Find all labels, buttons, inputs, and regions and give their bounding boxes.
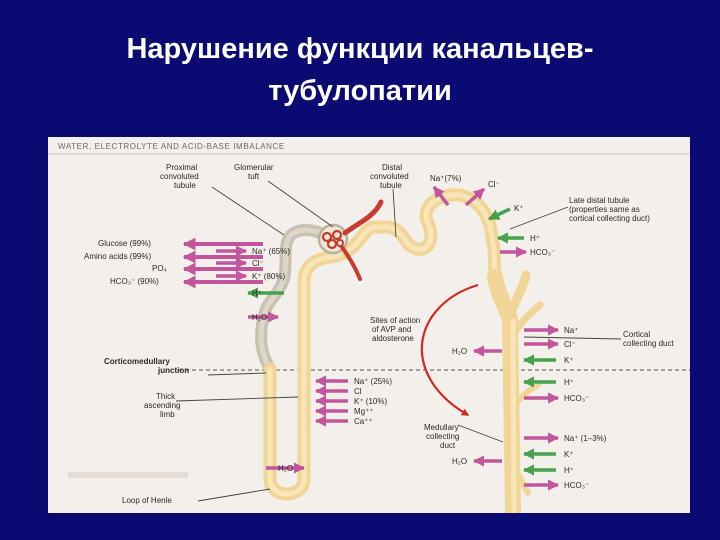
ion-cl-thick: Cl [354, 387, 362, 396]
pointer-thick [176, 397, 298, 401]
slide-title-line-2: тубулопатии [0, 72, 720, 110]
ion-na-thick: Na⁺ (25%) [354, 377, 392, 386]
slide-title-line-1: Нарушение функции канальцев- [0, 30, 720, 68]
ion-cl-cortical: Cl⁻ [564, 340, 576, 349]
label-loop: Loop of Henle [122, 496, 172, 505]
duct-branch-1 [510, 275, 526, 317]
ion-mg-thick: Mg⁺⁺ [354, 407, 374, 416]
ion-hco3-prox: HCO₃⁻ (90%) [110, 277, 159, 286]
label-proximal: Proximal convoluted tubule [160, 163, 201, 190]
ion-k-prox: K⁺ (80%) [252, 272, 285, 281]
nephron-diagram: WATER, ELECTROLYTE AND ACID-BASE IMBALAN… [48, 137, 690, 513]
ion-k-thick: K⁺ (10%) [354, 397, 387, 406]
ion-h-cortical: H⁺ [564, 378, 574, 387]
pointer-proximal [212, 187, 284, 235]
faint-band [68, 472, 188, 478]
label-late-distal: Late distal tubule (properties same as c… [569, 196, 650, 223]
ion-na-medullary: Na⁺ (1–3%) [564, 434, 607, 443]
ion-hco3-cortical: HCO₃⁻ [564, 394, 589, 403]
ion-h2o-loop: H₂O [278, 464, 293, 473]
ion-cl-prox: Cl⁻ [252, 259, 264, 268]
ion-h2o-cortical: H₂O [452, 347, 467, 356]
label-junction: Corticomedullary junction [104, 357, 189, 375]
ion-glucose: Glucose (99%) [98, 239, 151, 248]
ion-cl-distal: Cl⁻ [488, 180, 500, 189]
ion-k-medullary: K⁺ [564, 450, 574, 459]
pointer-medullary [458, 425, 503, 442]
label-glomerular: Glomerular tuft [234, 163, 276, 181]
ion-h-distal: H⁺ [530, 234, 540, 243]
avp-aldosterone-arrow [422, 285, 478, 415]
ion-h-prox: H⁺ [252, 289, 262, 298]
label-distal: Distal convoluted tubule [370, 163, 411, 190]
ion-na-cortical: Na⁺ [564, 326, 578, 335]
ion-h2o-medullary: H₂O [452, 457, 467, 466]
ion-h2o-prox: H₂O [252, 313, 267, 322]
figure-header: WATER, ELECTROLYTE AND ACID-BASE IMBALAN… [58, 142, 285, 151]
ion-h-medullary: H⁺ [564, 466, 574, 475]
pointer-loop [198, 489, 270, 501]
ion-k-cortical: K⁺ [564, 356, 574, 365]
label-medullary: Medullary collecting duct [424, 423, 462, 450]
ion-ca-thick: Ca⁺⁺ [354, 417, 373, 426]
ion-hco3-medullary: HCO₃⁻ [564, 481, 589, 490]
label-cortical-duct: Cortical collecting duct [623, 330, 674, 348]
ion-po4: PO₄ [152, 264, 167, 273]
ion-na-distal: Na⁺(7%) [430, 174, 462, 183]
label-thick: Thick ascending limb [144, 392, 183, 419]
ion-k-distal: K⁺ [514, 204, 524, 213]
ion-amino: Amino acids (99%) [84, 252, 151, 261]
pointer-cortical [524, 337, 621, 339]
ion-hco3-distal: HCO₃⁻ [530, 248, 555, 257]
pointer-glomerular [268, 181, 333, 227]
pointer-junction [208, 373, 266, 375]
label-sites: Sites of action of AVP and aldosterone [370, 316, 422, 343]
ion-na-prox: Na⁺ (65%) [252, 247, 290, 256]
